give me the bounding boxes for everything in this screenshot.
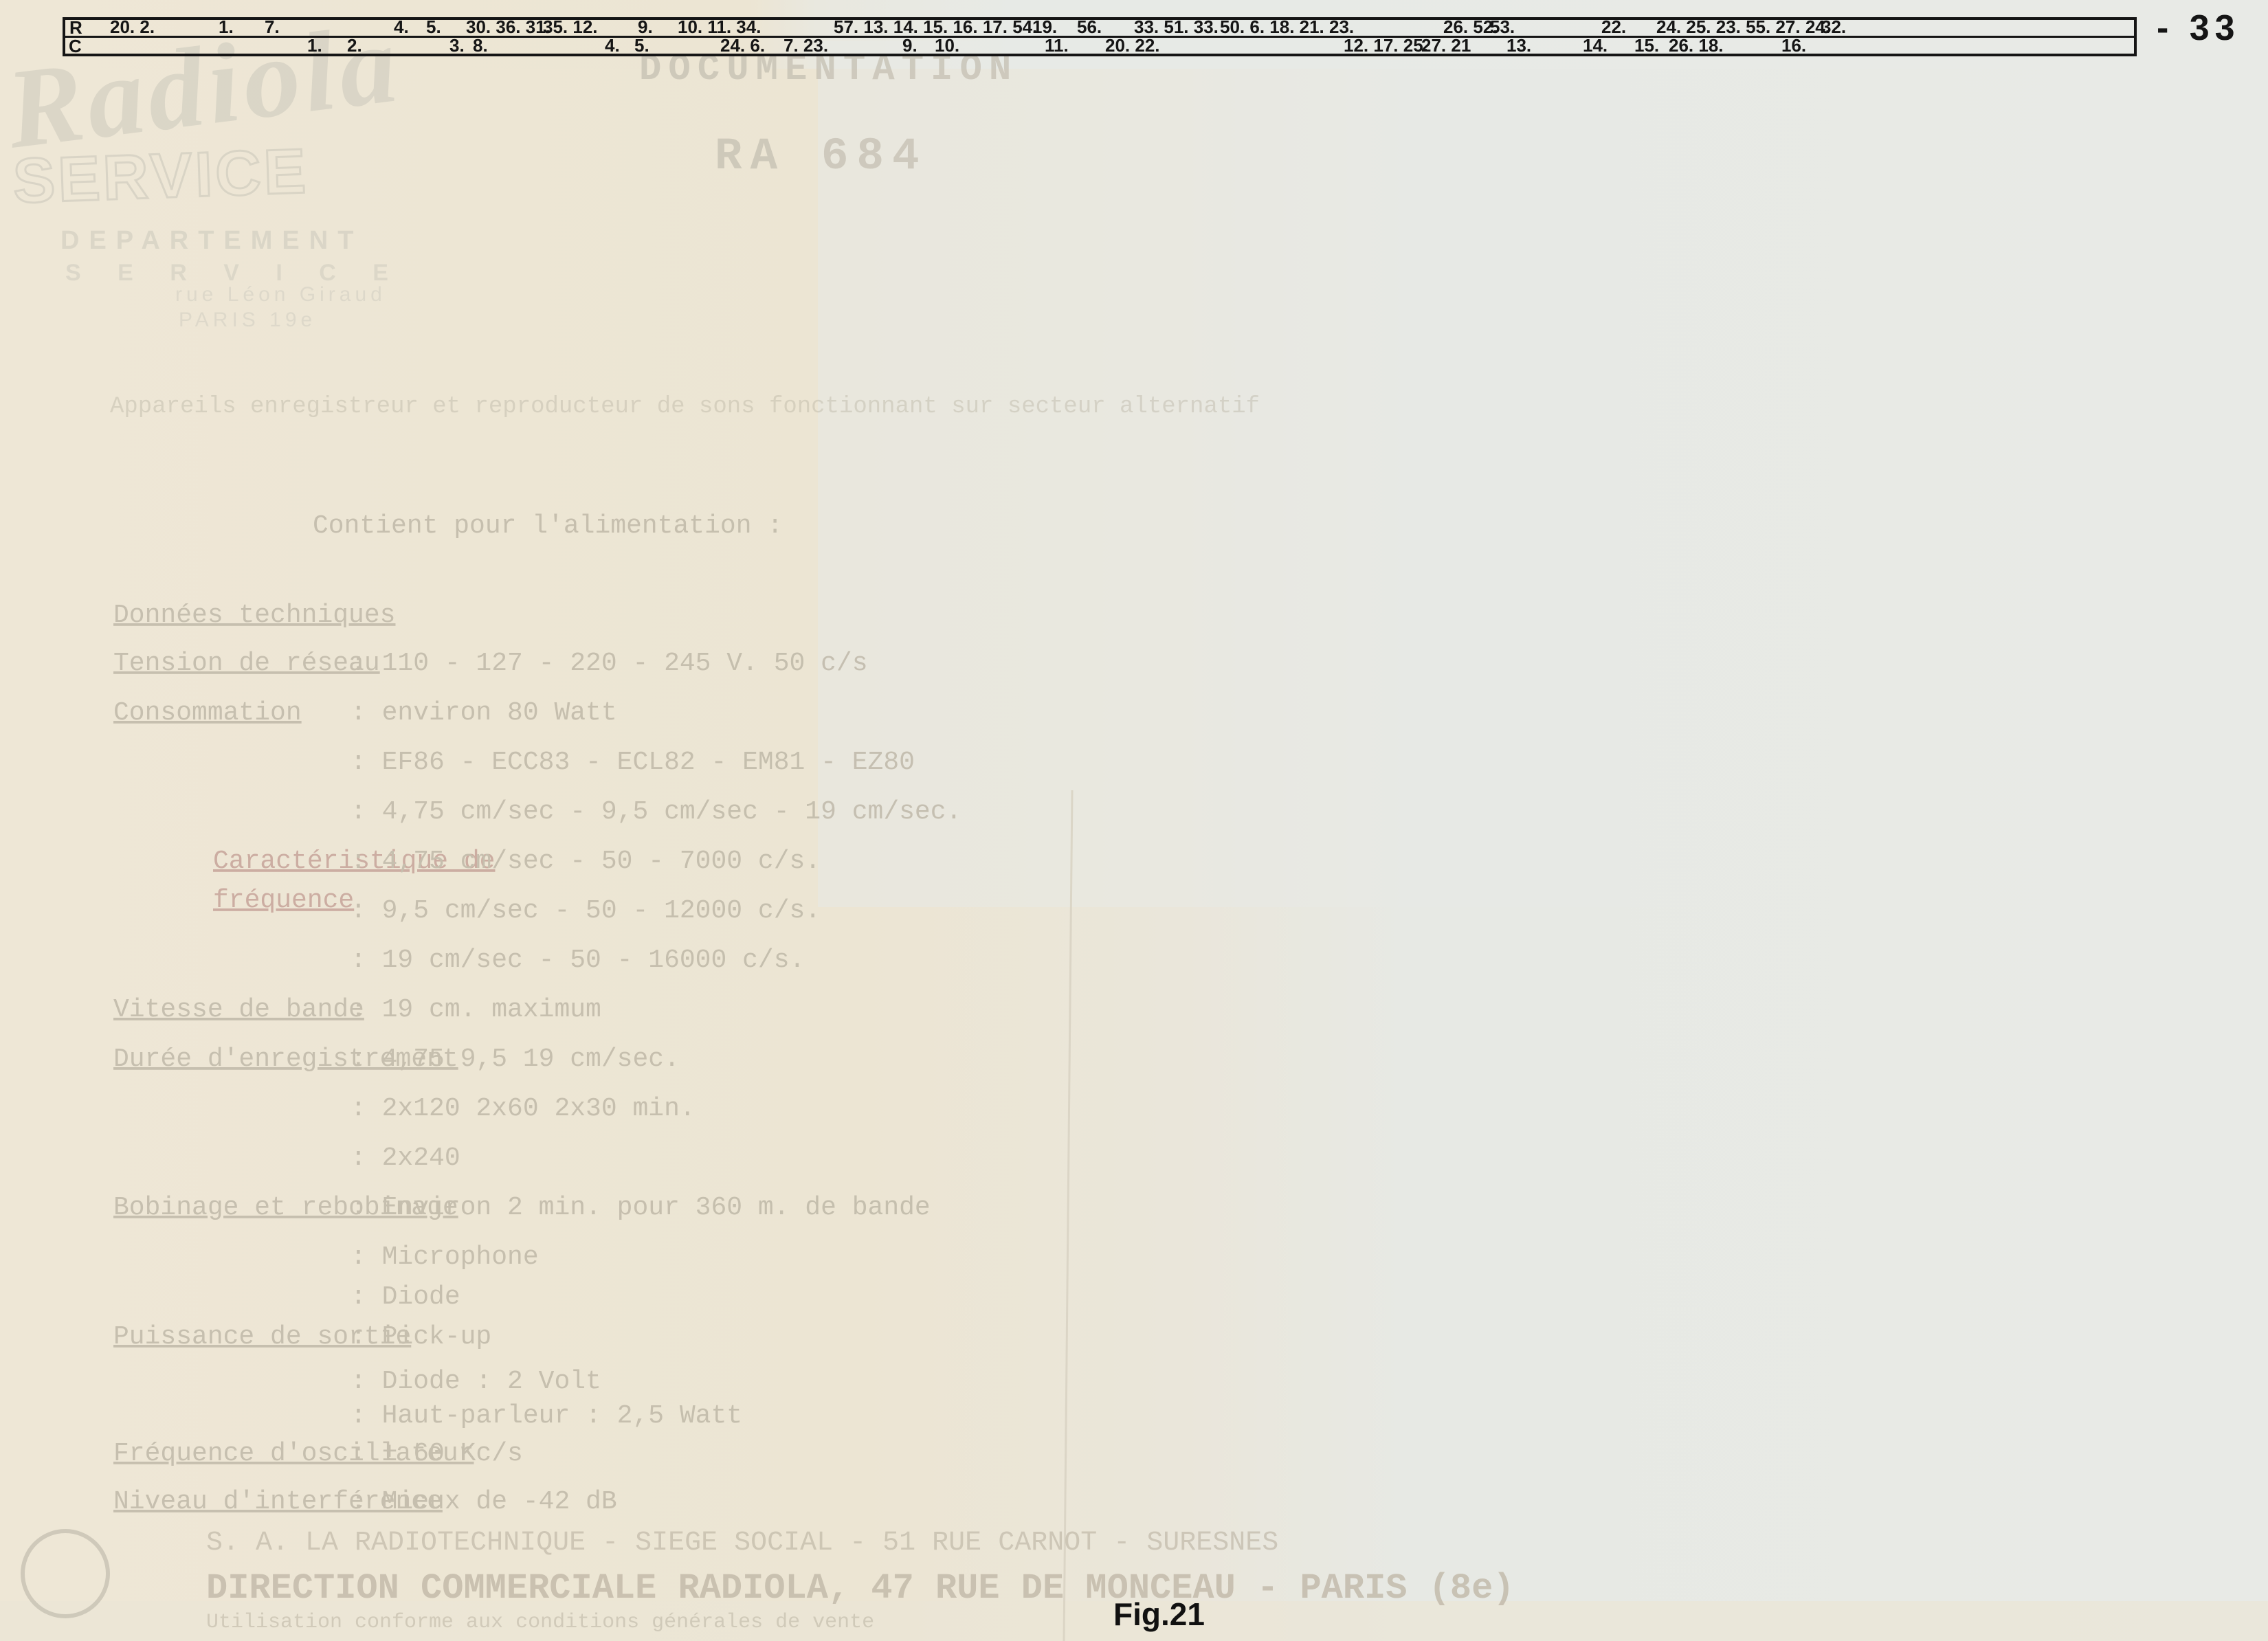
svg-text:S E R V I C E: S E R V I C E — [65, 260, 403, 286]
svg-text:: 19 cm. maximum: : 19 cm. maximum — [351, 995, 601, 1025]
svg-text:SERVICE: SERVICE — [12, 136, 310, 216]
svg-text:57. 13. 14. 15. 16. 17. 54.: 57. 13. 14. 15. 16. 17. 54. — [834, 16, 1037, 37]
svg-text:: environ 80 Watt: : environ 80 Watt — [351, 698, 617, 728]
svg-text:: Mieux de -42 dB: : Mieux de -42 dB — [351, 1487, 617, 1517]
svg-text:Données techniques: Données techniques — [113, 601, 395, 630]
svg-text:: Environ 2 min. pour 360 m.: : Environ 2 min. pour 360 m. de bande — [351, 1193, 931, 1223]
svg-text:22.: 22. — [1601, 16, 1626, 37]
svg-text:16.: 16. — [1781, 35, 1806, 56]
svg-text:: Diode : 2 Volt: : Diode : 2 Volt — [351, 1367, 601, 1396]
svg-text:33. 51. 33.: 33. 51. 33. — [1134, 16, 1219, 37]
svg-text:2.: 2. — [347, 35, 362, 56]
svg-text:4.: 4. — [394, 16, 409, 37]
svg-text:: Microphone: : Microphone — [351, 1242, 539, 1272]
svg-text:Consommation: Consommation — [113, 698, 302, 728]
svg-text:24. 25. 23. 55. 27. 24.: 24. 25. 23. 55. 27. 24. — [1656, 16, 1830, 37]
svg-text:13.: 13. — [1507, 35, 1531, 56]
svg-text:9.: 9. — [902, 35, 918, 56]
svg-text:: ± 60 Kc/s: : ± 60 Kc/s — [351, 1439, 523, 1469]
svg-text:5.: 5. — [634, 35, 649, 56]
svg-text:: 9,5 cm/sec - 50 - 12000 c/: : 9,5 cm/sec - 50 - 12000 c/s. — [351, 896, 821, 926]
svg-text:19.: 19. — [1032, 16, 1057, 37]
svg-text:Fig.21: Fig.21 — [1113, 1596, 1205, 1632]
svg-text:: 2x120 2x60 2x30: : 2x120 2x60 2x30 min. — [351, 1094, 696, 1124]
svg-text:1.: 1. — [307, 35, 322, 56]
svg-text:Durée d'enregistrement: Durée d'enregistrement — [113, 1045, 458, 1074]
svg-text:8.: 8. — [473, 35, 488, 56]
svg-text:26. 18.: 26. 18. — [1669, 35, 1724, 56]
svg-text:20. 22.: 20. 22. — [1105, 35, 1160, 56]
svg-text:Bobinage et rebobinage: Bobinage et rebobinage — [113, 1193, 458, 1223]
svg-text:Appareils enregistreur et repr: Appareils enregistreur et reproducteur d… — [110, 394, 1260, 420]
svg-text:R: R — [69, 17, 82, 38]
svg-text:: EF86 - ECC83 - ECL82 - EM81: : EF86 - ECC83 - ECL82 - EM81 - EZ80 — [351, 748, 915, 777]
svg-text:: 4,75 cm/sec - 9,5 cm/sec -: : 4,75 cm/sec - 9,5 cm/sec - 19 cm/sec. — [351, 797, 961, 827]
svg-text:Caractéristique de: Caractéristique de — [213, 847, 495, 876]
svg-text:C: C — [69, 36, 82, 56]
svg-text:Niveau d'interférence: Niveau d'interférence — [113, 1487, 443, 1517]
svg-text:26. 52.: 26. 52. — [1443, 16, 1498, 37]
svg-text:Vitesse de bande: Vitesse de bande — [113, 995, 364, 1025]
svg-text:rue Léon Giraud: rue Léon Giraud — [175, 283, 386, 306]
svg-text:9.: 9. — [638, 16, 653, 37]
svg-text:RA 684: RA 684 — [715, 131, 928, 182]
svg-text:DEPARTEMENT: DEPARTEMENT — [60, 226, 363, 255]
svg-text:5.: 5. — [426, 16, 441, 37]
svg-text:20. 2.: 20. 2. — [110, 16, 155, 37]
svg-text:Puissance de sortie: Puissance de sortie — [113, 1322, 411, 1352]
svg-text:S. A. LA RADIOTECHNIQUE - SI: S. A. LA RADIOTECHNIQUE - SIEGE SOCIAL -… — [206, 1528, 1278, 1559]
svg-text:: 4,75 cm/sec - 50 - 7000 c/s: : 4,75 cm/sec - 50 - 7000 c/s. — [351, 847, 821, 876]
svg-text:PARIS 19e: PARIS 19e — [179, 309, 316, 331]
svg-text:Tension de réseau: Tension de réseau — [113, 649, 380, 678]
svg-text:12. 17. 25.: 12. 17. 25. — [1344, 35, 1428, 56]
svg-text:14.: 14. — [1583, 35, 1608, 56]
svg-text:32.: 32. — [1821, 16, 1846, 37]
svg-text:10.: 10. — [935, 35, 959, 56]
svg-text:15.: 15. — [1634, 35, 1659, 56]
svg-text:Utilisation conforme aux condi: Utilisation conforme aux conditions géné… — [206, 1611, 874, 1634]
svg-text:27. 21: 27. 21 — [1421, 35, 1471, 56]
svg-text:Fréquence d'oscillateur: Fréquence d'oscillateur — [113, 1439, 474, 1469]
svg-text:24. 6.: 24. 6. — [720, 35, 765, 56]
svg-text:: Haut-parleur : 2,5 Watt: : Haut-parleur : 2,5 Watt — [351, 1401, 742, 1431]
svg-text:: 110 - 127 - 220 - 245 V. 5: : 110 - 127 - 220 - 245 V. 50 c/s — [351, 649, 868, 678]
svg-text:- 33: - 33 — [2157, 8, 2241, 48]
svg-text:10. 11. 34.: 10. 11. 34. — [678, 16, 761, 37]
svg-text:: Pick-up: : Pick-up — [351, 1322, 491, 1352]
svg-text:35. 12.: 35. 12. — [543, 16, 598, 37]
svg-text:1.: 1. — [219, 16, 234, 37]
svg-text:: 19 cm/sec - 50 - 16000 c/: : 19 cm/sec - 50 - 16000 c/s. — [351, 946, 805, 975]
svg-text:7. 23.: 7. 23. — [783, 35, 828, 56]
svg-text:DIRECTION COMMERCIALE RADIOL: DIRECTION COMMERCIALE RADIOLA, 47 RUE DE… — [206, 1568, 1515, 1609]
svg-text:4.: 4. — [605, 35, 620, 56]
svg-text:Contient pour l'alimentation :: Contient pour l'alimentation : — [313, 511, 783, 541]
svg-text:: 4,75 9,5 19: : 4,75 9,5 19 cm/sec. — [351, 1045, 680, 1074]
svg-text:50. 6. 18. 21. 23.: 50. 6. 18. 21. 23. — [1220, 16, 1354, 37]
svg-text:30. 36. 31.: 30. 36. 31. — [466, 16, 551, 37]
svg-text:fréquence: fréquence — [213, 886, 354, 915]
svg-text:7.: 7. — [265, 16, 280, 37]
svg-text:3.: 3. — [449, 35, 465, 56]
svg-text:11.: 11. — [1045, 35, 1069, 56]
svg-text:56.: 56. — [1077, 16, 1102, 37]
svg-text:: 2x240: : 2x240 — [351, 1143, 460, 1173]
svg-text:: Diode: : Diode — [351, 1282, 460, 1312]
svg-text:53.: 53. — [1490, 16, 1515, 37]
